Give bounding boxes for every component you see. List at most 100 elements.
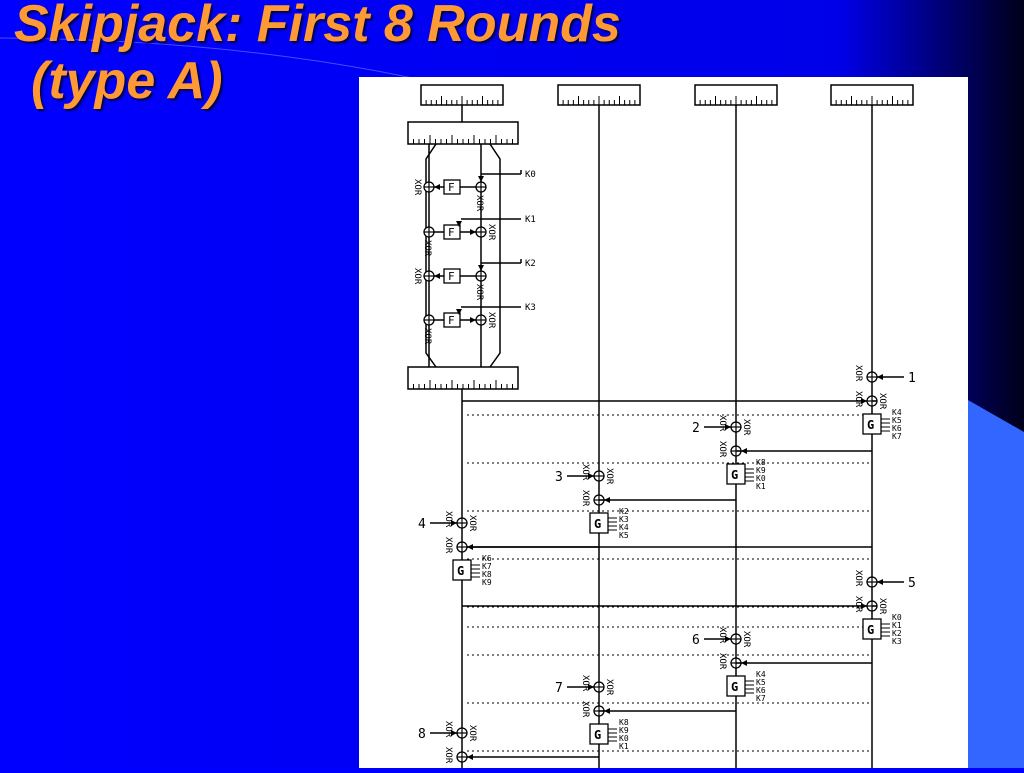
f-box-label: F xyxy=(448,270,455,283)
arrow-head xyxy=(604,497,610,503)
arrow-head xyxy=(604,708,610,714)
arrow-head xyxy=(877,374,883,380)
round-key-label: K9 xyxy=(619,726,629,735)
xor-label: XOR xyxy=(443,721,453,738)
arrow-head xyxy=(451,730,457,736)
arrow-head xyxy=(470,317,476,323)
round-key-label: K5 xyxy=(892,416,902,425)
round-key-label: K6 xyxy=(756,686,766,695)
xor-label: XOR xyxy=(877,393,887,410)
title-line-1: Skipjack: First 8 Rounds xyxy=(14,0,621,53)
round-key-label: K2 xyxy=(619,507,629,516)
g-box-label: G xyxy=(867,418,874,432)
round-key-label: K0 xyxy=(619,734,629,743)
xor-label: XOR xyxy=(853,391,863,408)
arrow-head xyxy=(877,579,883,585)
arrow-head xyxy=(456,309,462,315)
xor-label: XOR xyxy=(474,195,484,212)
arrow-head xyxy=(434,184,440,190)
xor-label: XOR xyxy=(486,224,496,241)
round-key-label: K9 xyxy=(482,578,492,587)
g-box-outline xyxy=(425,143,501,368)
arrow-head xyxy=(725,424,731,430)
slide-title: Skipjack: First 8 Rounds (type A) xyxy=(14,0,621,110)
round-number: 4 xyxy=(418,517,426,532)
arrow-head xyxy=(478,176,484,182)
g-box xyxy=(862,413,882,435)
g-box xyxy=(726,463,746,485)
round-key-label: K8 xyxy=(482,570,492,579)
arrow-head xyxy=(861,603,867,609)
xor-label: XOR xyxy=(717,441,727,458)
round-key-label: K4 xyxy=(756,670,766,679)
xor-label: XOR xyxy=(877,598,887,615)
xor-label: XOR xyxy=(580,675,590,692)
round-number: 5 xyxy=(908,576,916,591)
f-key-label: K3 xyxy=(525,303,536,313)
xor-label: XOR xyxy=(717,415,727,432)
arrow-head xyxy=(741,660,747,666)
round-number: 6 xyxy=(692,633,700,648)
round-number: 2 xyxy=(692,421,700,436)
round-number: 1 xyxy=(908,371,916,386)
g-box-label: G xyxy=(867,623,874,637)
round-key-label: K3 xyxy=(892,637,902,646)
arrow-head xyxy=(470,229,476,235)
xor-label: XOR xyxy=(443,511,453,528)
f-key-label: K0 xyxy=(525,170,536,180)
g-box xyxy=(726,675,746,697)
xor-label: XOR xyxy=(853,596,863,613)
round-key-label: K4 xyxy=(892,408,902,417)
g-box-label: G xyxy=(731,680,738,694)
round-number: 3 xyxy=(555,470,563,485)
arrow-head xyxy=(588,473,594,479)
round-key-label: K3 xyxy=(619,515,629,524)
arrow-head xyxy=(725,636,731,642)
round-key-label: K2 xyxy=(892,629,902,638)
g-box xyxy=(452,559,472,581)
xor-label: XOR xyxy=(853,365,863,382)
arrow-head xyxy=(456,221,462,227)
round-key-label: K5 xyxy=(756,678,766,687)
accent-shape xyxy=(968,400,1024,768)
xor-label: XOR xyxy=(717,627,727,644)
f-box-label: F xyxy=(448,314,455,327)
g-box xyxy=(862,618,882,640)
arrow-head xyxy=(861,398,867,404)
xor-label: XOR xyxy=(422,240,432,257)
f-box-label: F xyxy=(448,181,455,194)
xor-label: XOR xyxy=(467,515,477,532)
round-key-label: K7 xyxy=(756,694,766,703)
round-number: 7 xyxy=(555,681,563,696)
xor-label: XOR xyxy=(580,490,590,507)
xor-label: XOR xyxy=(412,179,422,196)
g-box-label: G xyxy=(594,728,601,742)
arrow-head xyxy=(451,520,457,526)
g-box xyxy=(589,512,609,534)
xor-label: XOR xyxy=(422,328,432,345)
xor-label: XOR xyxy=(741,631,751,648)
xor-label: XOR xyxy=(717,653,727,670)
round-key-label: K7 xyxy=(892,432,902,441)
arrow-head xyxy=(467,544,473,550)
xor-label: XOR xyxy=(580,701,590,718)
round-key-label: K4 xyxy=(619,523,629,532)
title-line-2: (type A) xyxy=(31,52,223,111)
xor-label: XOR xyxy=(467,725,477,742)
f-box-label: F xyxy=(448,226,455,239)
xor-label: XOR xyxy=(443,747,453,764)
xor-label: XOR xyxy=(412,268,422,285)
xor-label: XOR xyxy=(853,570,863,587)
g-box-label: G xyxy=(594,517,601,531)
arrow-head xyxy=(478,265,484,271)
round-key-label: K1 xyxy=(892,621,902,630)
arrow-head xyxy=(434,273,440,279)
round-key-label: K7 xyxy=(482,562,492,571)
round-key-label: K0 xyxy=(892,613,902,622)
round-key-label: K8 xyxy=(619,718,629,727)
arrow-head xyxy=(588,684,594,690)
xor-label: XOR xyxy=(741,419,751,436)
round-key-label: K0 xyxy=(756,474,766,483)
